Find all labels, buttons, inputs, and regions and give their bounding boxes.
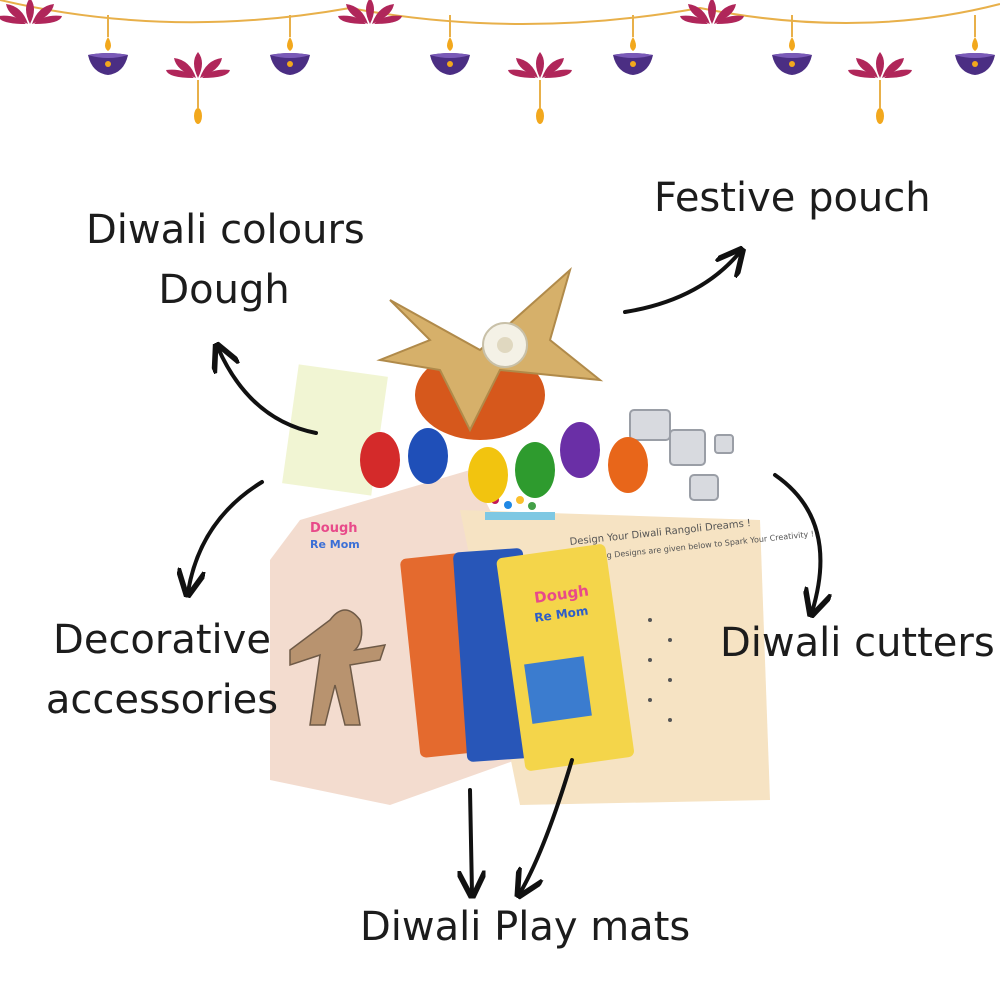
arrow-decorative <box>188 480 264 592</box>
brand-label-mat-2: Re Mom <box>310 538 360 551</box>
lotus-icon <box>848 52 912 124</box>
diya-icon <box>772 15 812 75</box>
person-outline <box>289 609 387 726</box>
lotus-icon <box>166 52 230 124</box>
label-decorative-accessories: Decorative accessories <box>40 615 284 725</box>
dough-egg <box>608 437 648 493</box>
label-decorative-line2: accessories <box>45 677 279 723</box>
lotus-icon <box>0 0 62 24</box>
diwali-cutters <box>629 409 734 501</box>
label-colours-dough-line1: Diwali colours <box>86 207 365 253</box>
label-festive-pouch: Festive pouch <box>654 175 931 221</box>
dough-eggs <box>360 422 648 503</box>
label-colours-dough-line2: Dough <box>158 267 290 313</box>
lotus-icon <box>680 0 744 24</box>
lotus-icon <box>508 52 572 124</box>
diya-icon <box>955 15 995 75</box>
diya-icon <box>430 15 470 75</box>
dough-egg <box>560 422 600 478</box>
label-decorative-line1: Decorative <box>53 617 271 663</box>
dough-egg <box>408 428 448 484</box>
brand-label-mat: Dough <box>310 521 358 536</box>
dough-pack-yellow <box>496 544 634 771</box>
diwali-garland <box>0 0 1000 124</box>
diya-icon <box>613 15 653 75</box>
lotus-icon <box>338 0 402 24</box>
label-play-mats: Diwali Play mats <box>360 904 691 950</box>
diya-icon <box>270 15 310 75</box>
product-photo: Design Your Diwali Rangoli Dreams ! 3 In… <box>270 266 814 805</box>
dough-egg <box>360 432 400 488</box>
dough-egg <box>468 447 508 503</box>
diya-icon <box>88 15 128 75</box>
label-cutters: Diwali cutters <box>720 620 995 666</box>
label-colours-dough: Diwali colours Dough <box>86 205 365 315</box>
dough-egg <box>515 442 555 498</box>
arrow-play-mat-1 <box>470 788 472 893</box>
